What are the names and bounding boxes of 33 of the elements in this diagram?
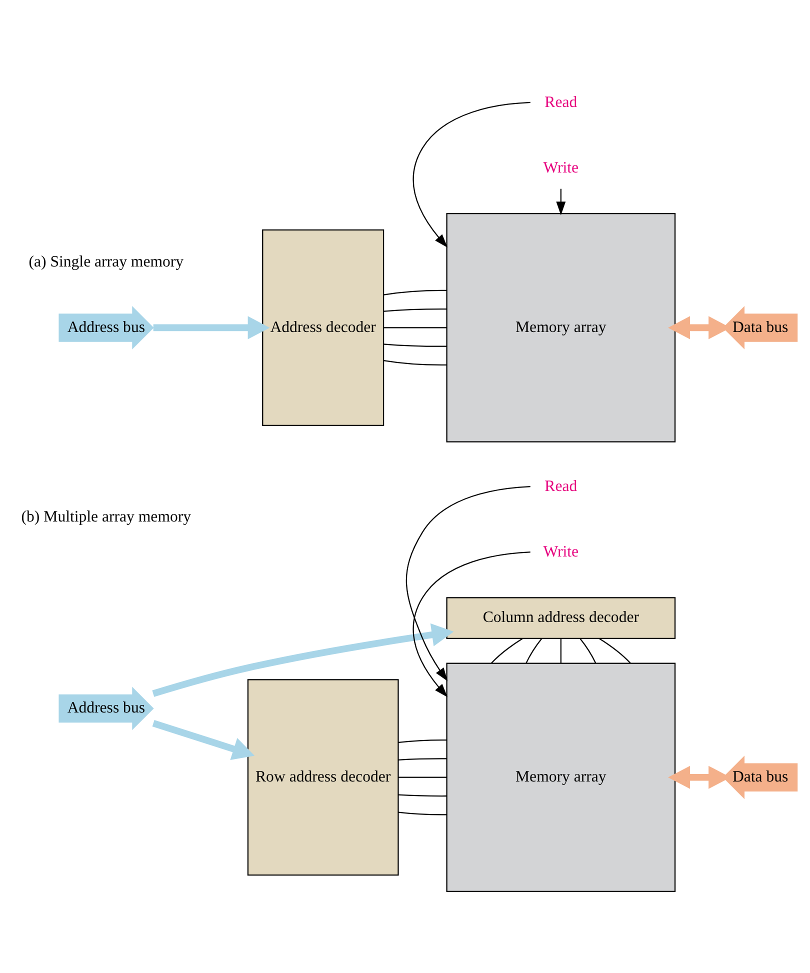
connector [384, 326, 447, 328]
connector [398, 794, 447, 796]
arrow [556, 188, 566, 215]
node-box: Memory array [446, 212, 676, 442]
connector [384, 308, 447, 312]
connector [560, 638, 562, 663]
node-text: Write [543, 543, 579, 560]
connector [580, 638, 596, 663]
node-text: Read [544, 94, 578, 111]
node-box: Address decoder [262, 228, 384, 426]
node-box: Memory array [446, 662, 676, 892]
connector [384, 289, 447, 295]
arrow [153, 316, 270, 339]
connector [598, 638, 631, 664]
connector [526, 638, 542, 663]
node-box: Column address decoder [446, 596, 676, 638]
arrow [152, 622, 454, 696]
connector [398, 739, 447, 742]
node-box: Row address decoder [247, 678, 399, 876]
label: (a) Single array memory [28, 252, 184, 270]
arrow [412, 551, 530, 697]
arrow [406, 485, 530, 681]
label: (b) Multiple array memory [21, 508, 192, 526]
connector [384, 360, 447, 366]
connector [491, 638, 523, 664]
connector [398, 758, 447, 760]
connector [398, 776, 447, 778]
connector [384, 343, 447, 346]
connector [398, 811, 447, 815]
arrow [152, 720, 255, 760]
node-text: Write [543, 159, 579, 176]
node-text: Read [544, 478, 578, 495]
arrow [412, 101, 530, 248]
